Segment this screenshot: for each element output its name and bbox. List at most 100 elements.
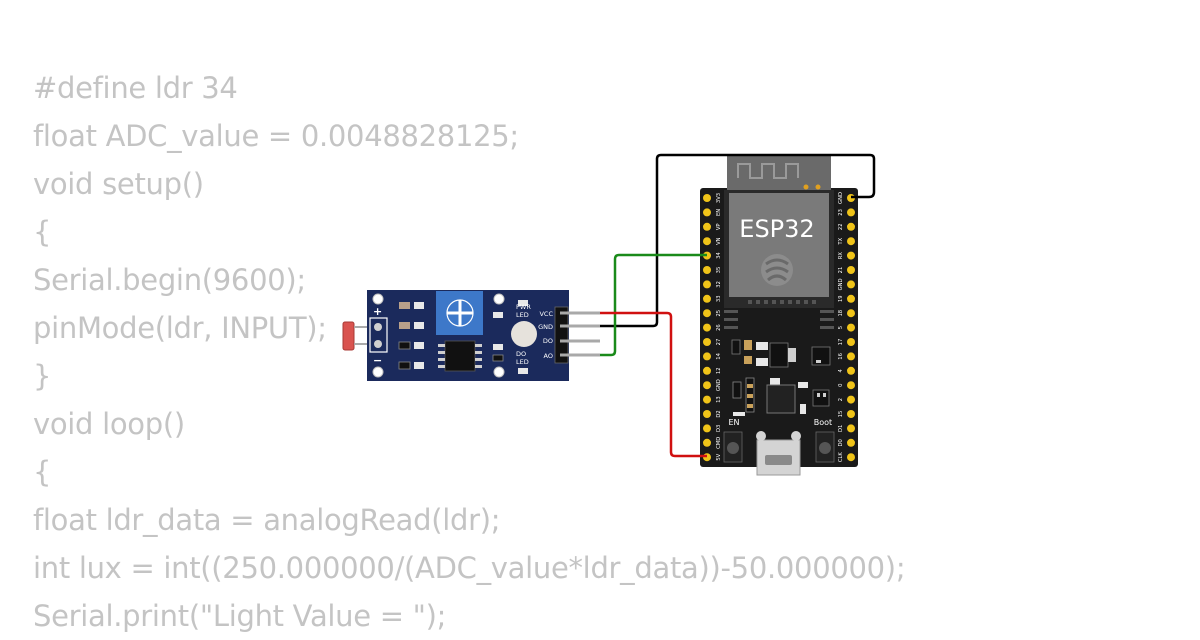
led-icon [511,321,537,347]
code-line: void setup() [33,167,204,201]
espressif-logo-icon [761,254,793,286]
right-pin-pad[interactable] [847,438,855,447]
right-pin-label: 15 [838,411,844,418]
left-pin-label: VN [716,237,722,245]
right-pin-pad[interactable] [847,338,855,346]
left-pin-label: D2 [716,410,722,417]
pin-label-gnd: GND [538,323,553,331]
right-pin-label: 19 [838,295,844,302]
right-pin-pad[interactable] [847,395,855,404]
ldr-sensor-module[interactable]: + − PWR LED DO LED VCC [342,290,600,381]
board-components [731,339,831,416]
pin-label-vcc: VCC [539,310,553,318]
wire-ao-to-34[interactable] [600,253,707,357]
usb-uart-chip [766,384,796,414]
wire-gnd[interactable] [600,153,876,328]
esp32-title: ESP32 [739,215,814,243]
left-pin-label: 25 [716,310,722,317]
left-pin-pad[interactable] [703,208,711,217]
code-line: } [33,359,52,393]
left-pin-pad[interactable] [703,294,711,303]
code-line: void loop() [33,407,185,441]
right-pin-label: 4 [838,368,844,372]
left-pin-label: 3V3 [716,193,722,203]
right-pin-pad[interactable] [847,410,855,418]
right-pin-pad[interactable] [847,366,855,375]
en-label: EN [728,418,739,427]
right-pin-pad[interactable] [847,453,855,462]
wires [600,153,876,458]
right-pin-pad[interactable] [847,381,855,390]
left-pin-pad[interactable] [703,438,711,447]
left-pin-pad[interactable] [703,381,711,390]
left-pin-label: 5V [716,453,722,460]
right-pin-pad[interactable] [847,280,855,289]
left-pin-label: 35 [716,267,722,274]
left-pin-label: 26 [716,324,722,331]
left-pin-pad[interactable] [703,323,711,332]
right-pin-pad[interactable] [847,294,855,303]
left-pin-label: 12 [716,367,722,374]
right-pin-label: 21 [838,267,844,274]
left-pin-label: EN [716,209,722,216]
right-pin-pad[interactable] [847,309,855,318]
sensor-pin-header [554,306,569,364]
plus-label: + [373,305,382,318]
left-pin-pad[interactable] [703,280,711,289]
right-pin-pad[interactable] [847,208,855,217]
right-pin-label: D1 [838,425,844,432]
code-line: int lux = int((250.000000/(ADC_value*ldr… [33,551,906,585]
left-pin-label: 13 [716,396,722,403]
left-pin-pad[interactable] [703,309,711,318]
left-pin-label: GND [716,379,722,391]
left-pin-pad[interactable] [703,194,711,202]
left-pin-pad[interactable] [703,410,711,418]
right-pin-pad[interactable] [847,424,855,433]
esp32-board[interactable]: ESP32 [700,155,858,476]
pin-label-do: DO [543,337,553,345]
left-pin-pad[interactable] [703,352,711,361]
svg-text:DO: DO [516,350,526,358]
right-pin-pad[interactable] [847,266,855,274]
left-pin-label: D3 [716,425,722,432]
right-pin-label: 17 [838,339,844,346]
left-pin-pad[interactable] [703,366,711,375]
left-pin-pad[interactable] [703,237,711,246]
left-pin-pad[interactable] [703,266,711,274]
right-pin-label: RX [838,252,844,260]
left-pin-label: 34 [716,252,722,259]
code-listing: #define ldr 34 float ADC_value = 0.00488… [33,64,906,640]
right-pin-label: 23 [838,209,844,216]
right-pin-pad[interactable] [847,251,855,260]
right-pin-label: GND [838,278,844,290]
right-pin-pad[interactable] [847,222,855,231]
comparator-ic [444,340,476,372]
left-pin-label: VP [716,223,722,230]
left-pin-label: 32 [716,281,722,288]
pin-label-ao: AO [544,352,553,360]
svg-text:LED: LED [516,311,529,319]
left-pin-pad[interactable] [703,395,711,404]
boot-button[interactable] [819,442,831,454]
right-pin-label: CLK [838,452,844,463]
right-pin-pad[interactable] [847,352,855,361]
right-pin-label: 2 [838,398,844,401]
antenna [727,155,831,191]
svg-text:LED: LED [516,358,529,366]
right-pin-pad[interactable] [847,323,855,332]
svg-text:PWR: PWR [516,303,531,311]
right-pin-label: 16 [838,353,844,360]
left-pin-pad[interactable] [703,424,711,433]
left-pin-pad[interactable] [703,222,711,231]
wire-vcc-to-5v[interactable] [600,311,707,458]
code-line: pinMode(ldr, INPUT); [33,311,327,345]
left-pin-pad[interactable] [703,338,711,346]
right-pin-pad[interactable] [847,237,855,246]
code-line: #define ldr 34 [33,71,238,105]
right-pin-label: TX [838,237,844,245]
code-line: float ldr_data = analogRead(ldr); [33,503,501,537]
en-button[interactable] [727,442,739,454]
right-pin-label: 0 [838,384,844,387]
